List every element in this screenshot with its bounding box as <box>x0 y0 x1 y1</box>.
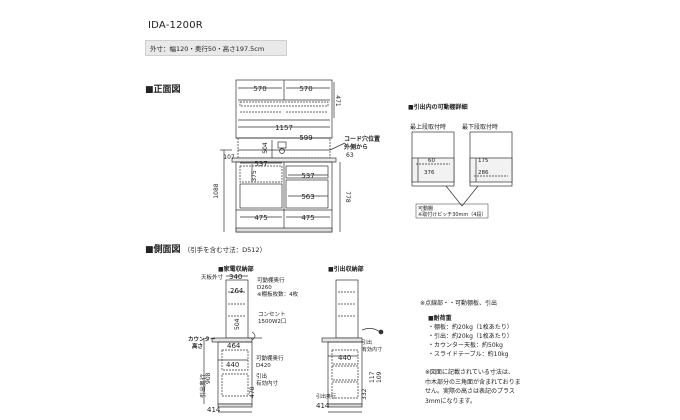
shelf-count: ※棚板枚数：4枚 <box>257 290 299 298</box>
load-capacity-item: ・引出：約20kg（1枚あたり） <box>428 333 513 340</box>
pull-depth-value: 478 <box>249 386 256 398</box>
counter-label-2: 高さ <box>192 342 203 350</box>
slide-depth-label: 可動棚奥行 <box>256 354 284 362</box>
footnote-line: 3mmになります。 <box>425 397 476 405</box>
upper-depth-label: 天板外寸 <box>201 273 224 281</box>
dim-base-left: 475 <box>254 214 267 222</box>
side-dim-464: 464 <box>227 342 241 350</box>
upper-depth-value: 340 <box>229 273 242 281</box>
drawer-detail-bottom-label: 最下段取付時 <box>462 124 499 131</box>
pull-sublabel: 有効内寸 <box>256 379 279 387</box>
side-view-title-text: ■側面図 <box>145 245 181 255</box>
dim-base-right: 475 <box>301 214 314 222</box>
load-capacity-item: ・棚板：約20kg（1枚あたり） <box>428 324 513 331</box>
detail-right-top-dim: 175 <box>478 158 489 164</box>
outlet-spec: 1500W2口 <box>258 318 286 325</box>
cord-hole-value: 63 <box>346 152 354 159</box>
footnote-line: ※図面に記載されている寸法は、 <box>425 369 514 376</box>
dim-drawer-height: 375 <box>251 170 258 182</box>
shelf-depth-label: 可動棚奥行 <box>257 276 285 284</box>
drawer-dim-109: 109 <box>376 371 383 383</box>
footnote: ※図面に記載されている寸法は、 巾木部分の三角面が含まれておりま せん。実際の高… <box>425 368 525 406</box>
dim-drawer-right-width: 537 <box>301 172 314 180</box>
drawer-dim-440: 440 <box>338 354 351 362</box>
model-number: IDA-1200R <box>148 20 203 31</box>
dim-upper-right-width: 570 <box>299 85 312 93</box>
dim-open-height: 504 <box>262 142 269 154</box>
side-dim-264: 264 <box>230 287 244 295</box>
drawer-dim-414: 414 <box>316 402 330 410</box>
cord-hole-sublabel: 外側から <box>343 143 368 151</box>
drawer-detail-title: ■引出内の可動棚詳細 <box>408 104 468 111</box>
front-view-title: ■正面図 <box>145 85 181 95</box>
detail-left-top-dim: 60 <box>428 158 435 164</box>
load-capacity-item: ・カウンター天板：約50kg <box>428 342 503 349</box>
side-dim-440: 440 <box>226 361 239 369</box>
side-dim-414: 414 <box>207 406 221 414</box>
dim-drawer-left-width: 537 <box>254 160 267 168</box>
drawer-dim-332: 332 <box>361 388 368 400</box>
outlet-label: コンセント <box>258 311 286 318</box>
dim-slide-width: 563 <box>301 193 314 201</box>
load-capacity-notes: ■耐荷重 ・棚板：約20kg（1枚あたり） ・引出：約20kg（1枚あたり） ・… <box>428 314 658 359</box>
detail-right-bottom-dim: 286 <box>478 170 489 176</box>
drawer-detail-top-label: 最上段取付時 <box>410 124 447 131</box>
slide-depth-value: D420 <box>256 363 271 369</box>
cord-hole-label: コード穴位置 <box>344 135 380 143</box>
detail-note-line2: ※取付けピッチ30mm（4段） <box>418 211 486 218</box>
dim-upper-height: 471 <box>334 95 341 107</box>
outer-dimensions-box: 外寸：幅120・奥行50・高さ197.5cm <box>145 40 287 56</box>
dim-counter-offset: 107 <box>223 154 235 161</box>
dim-lower-height: 778 <box>344 191 351 203</box>
dim-inner-width: 1157 <box>275 124 293 132</box>
drawer-section-title: ■引出収納部 <box>328 266 364 273</box>
side-view-title: ■側面図 （引手を含む寸法：D512） <box>145 242 266 255</box>
dim-upper-left-width: 570 <box>253 85 266 93</box>
footnote-line: せん。実際の高さは表記のプラス <box>425 388 515 395</box>
pull-label: 引出 <box>256 372 267 380</box>
load-capacity-title: ■耐荷重 <box>428 315 452 322</box>
drawer-dim-117: 117 <box>369 371 376 383</box>
shelf-depth-value: D260 <box>257 285 272 291</box>
dim-total-lower-height: 1088 <box>213 183 220 198</box>
drawer-right-sublabel: 有効内寸 <box>362 346 382 353</box>
side-view-note: （引手を含む寸法：D512） <box>183 246 267 254</box>
dotted-line-legend: ※点線部・・可動棚板、引出 <box>420 300 498 307</box>
detail-note-line1: 可動棚 <box>418 205 433 212</box>
appliance-section-title: ■家電収納部 <box>218 266 254 273</box>
side-pull-depth-label: 引出奥行 <box>199 374 207 398</box>
drawer-right-label: 引出 <box>362 339 372 346</box>
dim-open-width: 599 <box>299 134 312 142</box>
counter-label: カウンター <box>188 335 216 343</box>
detail-left-bottom-dim: 376 <box>424 170 435 176</box>
load-capacity-item: ・スライドテーブル：約10kg <box>428 351 509 358</box>
drawer-depth-label: 引出奥行 <box>316 393 336 400</box>
side-dim-504: 504 <box>234 318 241 330</box>
side-dim-908: 908 <box>205 372 212 384</box>
footnote-line: 巾木部分の三角面が含まれておりま <box>425 378 521 386</box>
